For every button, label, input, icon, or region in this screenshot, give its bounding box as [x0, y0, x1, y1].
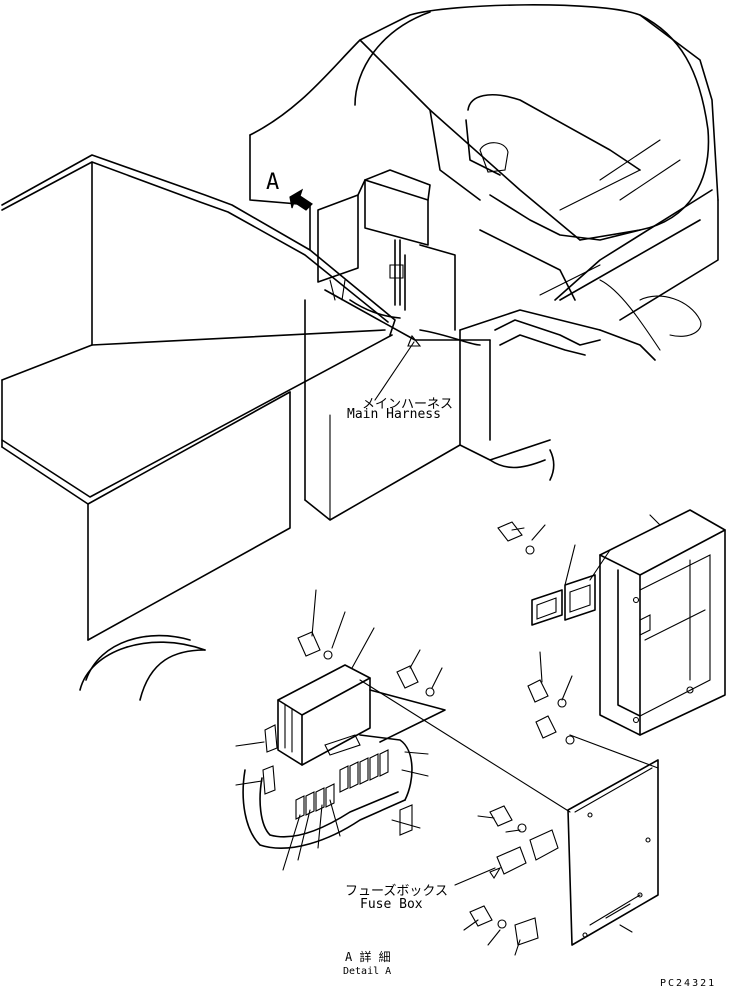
fuse-box-installed	[317, 169, 456, 331]
cover-assembly	[497, 509, 726, 736]
detail-label-jp: A 詳 細	[345, 950, 391, 964]
pipe-routing	[465, 94, 702, 351]
fuse-row	[295, 749, 389, 820]
leader-lines	[235, 589, 659, 956]
fuse-box-label-en: Fuse Box	[360, 897, 423, 912]
engine-cover	[249, 4, 719, 321]
main-harness-arrow	[407, 334, 422, 347]
main-harness-label-jp: メインハーネス	[362, 397, 454, 412]
chassis-frame	[304, 204, 656, 521]
view-arrow-a	[289, 188, 313, 211]
view-label-a: A	[266, 170, 280, 195]
fuse-box-detail	[242, 664, 446, 849]
fuse-box-label-jp: フューズボックス	[345, 884, 448, 899]
mount-plate	[469, 759, 659, 946]
tank-body	[1, 154, 396, 641]
main-harness-leader	[374, 341, 415, 401]
main-harness-label-en: Main Harness	[347, 407, 441, 422]
drawing-number: PC24321	[660, 978, 717, 989]
bolts	[297, 631, 575, 745]
detail-label-en: Detail A	[343, 966, 392, 977]
fender	[79, 634, 206, 701]
